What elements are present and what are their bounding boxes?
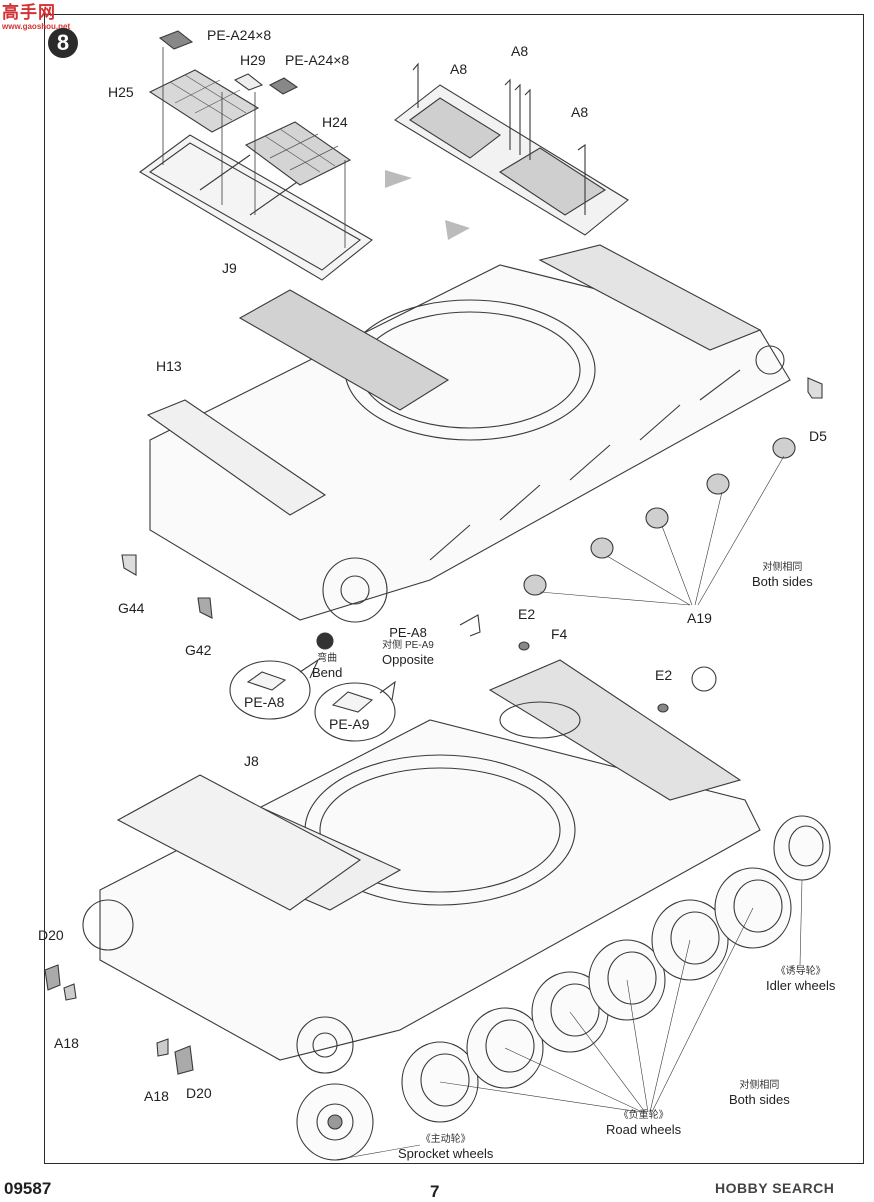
kit-code: 09587 [4,1179,52,1198]
idler-wheel [773,815,831,881]
brand-watermark: HOBBY SEARCH [715,1180,835,1196]
label-road-wheels: 《负重轮》 Road wheels [606,1110,682,1137]
part-a18-front [156,1038,169,1057]
part-e2-2 [657,703,669,713]
part-pe-a8 [459,614,481,637]
label-e2-2: E2 [655,667,673,683]
part-pe-a24-2 [268,77,299,95]
label-d20-1: D20 [38,927,64,943]
part-d20-rear [44,964,61,991]
a19-leader-lines [539,455,785,606]
part-h24-grille [244,121,352,186]
label-h25: H25 [108,84,134,100]
part-e2-1 [518,641,530,651]
part-h25-grille [148,69,260,133]
label-a8-3: A8 [571,104,589,120]
part-engine-deck [394,62,629,236]
label-a18-1: A18 [54,1035,79,1051]
hull-upper [146,244,791,623]
label-pe-a8-opposite: PE-A8 对侧 PE-A9 Opposite [382,625,435,667]
label-bend: 弯曲 Bend [312,653,343,680]
label-a18-2: A18 [144,1088,169,1104]
part-sprocket-rear [82,899,134,951]
page-frame [44,14,864,1164]
label-d20-2: D20 [186,1085,212,1101]
label-d5: D5 [809,428,827,444]
part-j8 [116,774,362,911]
label-g44: G44 [118,600,145,616]
bend-callouts [229,632,396,742]
part-h29 [233,73,264,91]
label-pe-a24-2: PE-A24×8 [285,52,350,68]
label-a19: A19 [687,610,712,626]
page-number: 7 [430,1182,440,1201]
hull-lower [99,659,761,1074]
part-pe-a24-1 [158,30,194,50]
label-both-sides-lower: 对侧相同 Both sides [729,1080,790,1107]
label-sprocket-wheels: 《主动轮》 Sprocket wheels [398,1134,494,1161]
bubble-label-pe-a8: PE-A8 [244,694,285,710]
part-a19-hubs [523,437,796,596]
suspension-upper [429,369,741,561]
part-d20-front [174,1045,194,1075]
bubble-label-pe-a9: PE-A9 [329,716,370,732]
label-both-sides-upper: 对侧相同 Both sides [752,562,813,589]
step-number-badge: 8 [48,28,78,58]
label-j8: J8 [244,753,259,769]
sprocket-wheel [296,1083,374,1161]
e2-detail-callout [691,666,717,692]
label-h29: H29 [240,52,266,68]
label-a8-1: A8 [450,61,468,77]
label-h13: H13 [156,358,182,374]
label-h24: H24 [322,114,348,130]
part-g44 [121,554,137,576]
part-d5 [807,377,823,399]
label-idler-wheels: 《诱导轮》 Idler wheels [766,966,836,993]
part-a18-rear [63,983,77,1001]
label-a8-2: A8 [511,43,529,59]
label-g42: G42 [185,642,212,658]
label-j9: J9 [222,260,237,276]
label-e2-1: E2 [518,606,536,622]
label-f4: F4 [551,626,568,642]
part-g42 [197,597,213,619]
part-j9-tray [139,134,373,281]
label-pe-a24-1: PE-A24×8 [207,27,272,43]
watermark-logo: 高手网 www.gaoshou.net [2,3,71,32]
